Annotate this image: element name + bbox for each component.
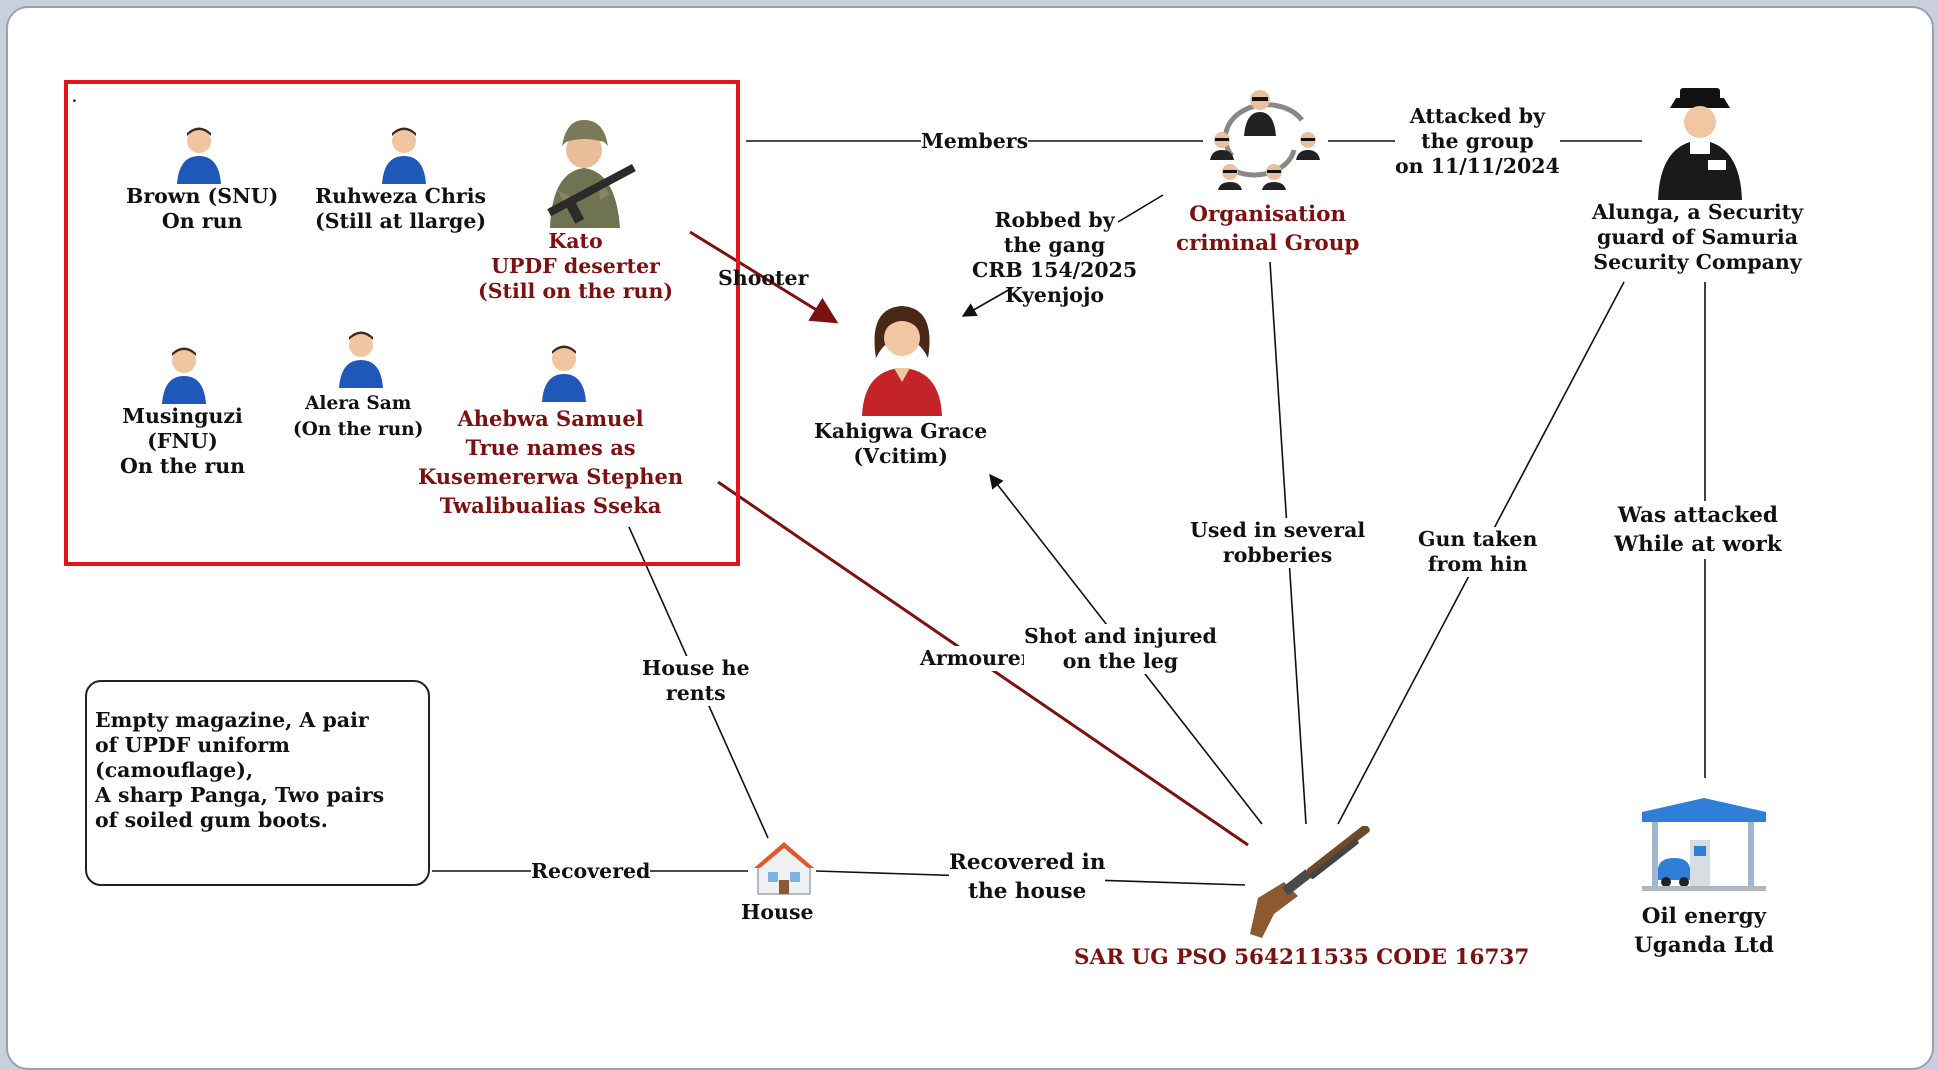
shotgun-icon [1250, 826, 1370, 938]
person-icon [542, 345, 586, 402]
soldier-icon [547, 120, 636, 228]
label-armourer: Armourer [920, 646, 1032, 671]
edge-shooter [689, 230, 839, 324]
node-alunga: Alunga, a Security guard of Samuria Secu… [1592, 200, 1804, 274]
suspects-box [64, 80, 740, 566]
node-alera: Alera Sam (On the run) [293, 393, 424, 440]
person-icon [382, 127, 426, 184]
label-attacked-by: Attacked by the group on 11/11/2024 [1395, 104, 1560, 179]
criminal-group-icon [1210, 90, 1320, 190]
label-gun-taken: Gun taken from hin [1418, 527, 1538, 577]
edge-robbed-by-a [1117, 194, 1164, 223]
dot-mark: . [72, 90, 77, 106]
label-recovered: Recovered [531, 859, 651, 884]
label-members: Members [921, 129, 1029, 154]
gas-station-icon [1642, 798, 1766, 891]
node-house: House [741, 900, 814, 924]
label-robbed-by: Robbed by the gang CRB 154/2025 Kyenjojo [972, 208, 1138, 307]
recovered-items-box [85, 680, 430, 886]
person-icon [339, 331, 383, 388]
label-used-in: Used in several robberies [1190, 518, 1366, 568]
person-icon [162, 347, 206, 404]
edge-robbed-by-b [961, 287, 1013, 317]
label-shooter: Shooter [718, 266, 809, 290]
woman-icon [862, 306, 942, 416]
node-kato: Kato UPDF deserter (Still on the run) [478, 229, 674, 303]
node-musinguzi: Musinguzi (FNU) On the run [120, 404, 246, 478]
node-ruhweza: Ruhweza Chris (Still at llarge) [315, 184, 487, 233]
label-shot-injured: Shot and injured on the leg [1024, 624, 1217, 674]
police-guard-icon [1658, 88, 1742, 200]
recovered-items-text: Empty magazine, A pair of UPDF uniform (… [95, 708, 385, 832]
person-icon [177, 127, 221, 184]
node-gun: SAR UG PSO 564211535 CODE 16737 [1074, 945, 1530, 970]
node-oil-energy: Oil energy Uganda Ltd [1634, 904, 1774, 958]
label-was-attacked: Was attacked While at work [1614, 501, 1782, 559]
label-recovered-house: Recovered in the house [949, 848, 1106, 906]
node-kahigwa: Kahigwa Grace (Vcitim) [814, 419, 988, 468]
house-icon [754, 842, 814, 895]
node-organisation-group: Organisation criminal Group [1176, 202, 1360, 256]
node-brown: Brown (SNU) On run [126, 184, 279, 233]
node-ahebwa: Ahebwa Samuel True names as Kusemererwa … [418, 406, 684, 518]
label-house-rents: House he rents [642, 656, 750, 706]
